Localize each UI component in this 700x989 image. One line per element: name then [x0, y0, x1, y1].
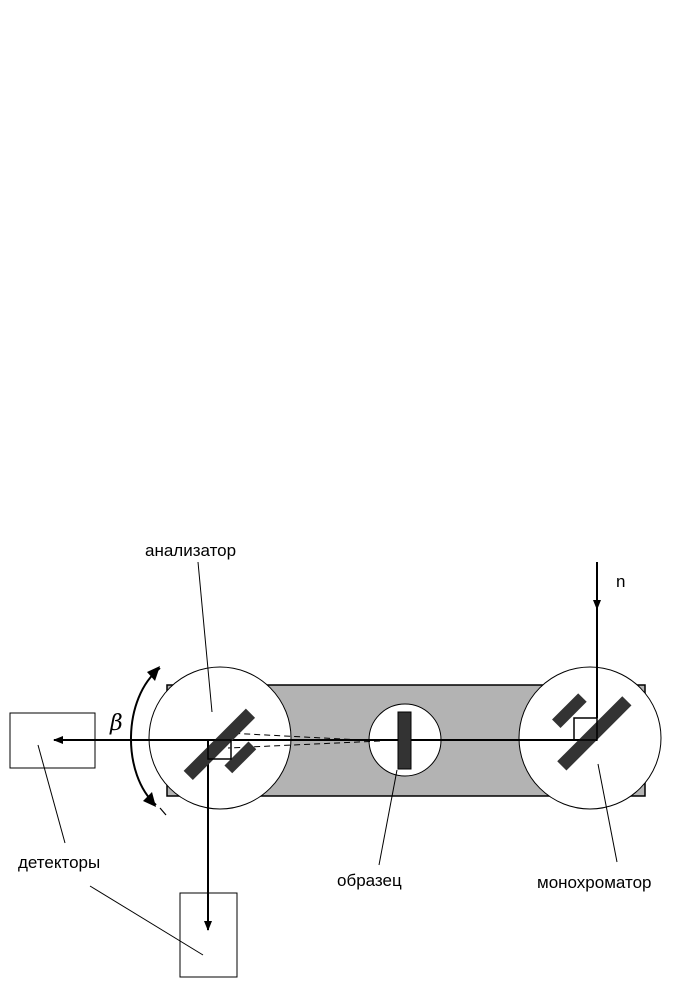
analyzer-label: анализатор [145, 541, 236, 560]
analyzer-crystal [183, 708, 256, 781]
beta-angle-label: β [109, 711, 123, 736]
monochromator-crystal [557, 696, 632, 771]
rotation-arc [130, 667, 161, 806]
rotation-arc-tail [159, 807, 167, 816]
monochromator-crystal-small [552, 693, 587, 728]
sample-label: образец [337, 871, 402, 890]
detectors-leader-bottom [89, 885, 204, 956]
monochromator-label: монохроматор [537, 873, 651, 892]
scattered-beam-dashed-upper [227, 732, 381, 742]
scattered-beam-dashed-lower [227, 740, 381, 749]
rotation-arrow-up [147, 666, 160, 681]
neutron-label: n [616, 572, 625, 591]
monochromator-leader [597, 763, 618, 863]
rotation-arrow-down [143, 792, 156, 807]
analyzer-crystal-small [224, 741, 257, 774]
analyzer-reflection-mark [207, 739, 232, 760]
detectors-label: детекторы [18, 853, 100, 872]
monochromator-reflection-mark [573, 717, 598, 741]
sample-plate [397, 711, 412, 770]
analyzer-leader [197, 561, 213, 713]
sample-leader [378, 769, 398, 866]
detectors-leader-left [37, 744, 66, 844]
